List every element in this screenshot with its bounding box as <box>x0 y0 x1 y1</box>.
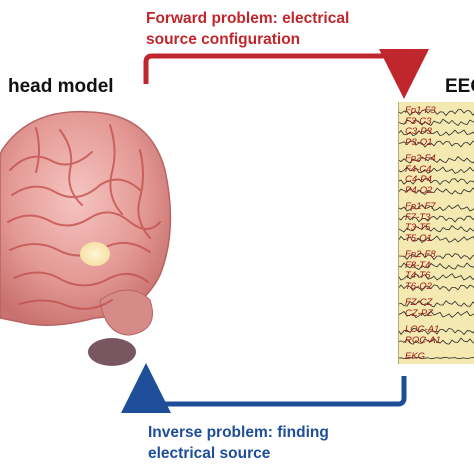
brain-image <box>0 110 172 366</box>
forward-problem-label: Forward problem: electrical source confi… <box>146 8 446 50</box>
inverse-problem-label: Inverse problem: finding electrical sour… <box>148 422 448 464</box>
eeg-channel-label: Fp2-F8 <box>405 249 436 260</box>
eeg-channel-label: C4-P4 <box>405 174 432 185</box>
eeg-channel-label: T6-O2 <box>405 280 432 292</box>
eeg-channel-label: Fp2-F4 <box>405 153 436 164</box>
eeg-waveform <box>399 253 474 261</box>
eeg-channel-label: Photic <box>405 363 426 365</box>
eeg-waveform <box>399 129 474 137</box>
eeg-waveform <box>399 156 474 164</box>
eeg-waveform <box>399 356 474 360</box>
eeg-waveform <box>399 140 474 148</box>
eeg-channel-label: F7-T3 <box>405 211 431 223</box>
eeg-channel-label: FZ-CZ <box>405 297 433 308</box>
eeg-channel-label: Fp1-F7 <box>405 201 436 212</box>
eeg-channel-label: T4-T6 <box>405 270 431 281</box>
eeg-waveform <box>399 118 474 127</box>
forward-line-1: Forward problem: electrical <box>146 10 350 27</box>
eeg-channel-label: P4-O2 <box>405 184 433 196</box>
eeg-channel-label: F4-C4 <box>405 163 432 175</box>
head-model-label: head model <box>8 76 114 97</box>
inverse-line-2: electrical source <box>148 445 271 462</box>
eeg-waveform <box>399 262 474 271</box>
eeg-waveform <box>399 273 474 281</box>
eeg-waveforms <box>399 109 474 360</box>
eeg-channel-label: LOC-A1 <box>405 324 440 335</box>
eeg-waveform <box>399 337 474 345</box>
eeg-channel-label: Fp1-F3 <box>405 105 436 116</box>
inverse-arrow <box>121 363 407 413</box>
electrical-source-spot <box>80 242 110 266</box>
eeg-waveform <box>399 284 474 292</box>
eeg-waveform <box>399 109 474 117</box>
eeg-waveform <box>399 300 474 308</box>
eeg-waveform <box>399 225 474 233</box>
eeg-waveform <box>399 166 474 174</box>
eeg-channel-label: CZ-PZ <box>405 307 433 319</box>
eeg-waveform <box>399 235 474 244</box>
eeg-channel-label: T5-O1 <box>405 232 432 244</box>
eeg-channel-label: P3-O1 <box>405 136 433 148</box>
forward-line-2: source configuration <box>146 31 301 48</box>
forward-arrow <box>143 49 429 99</box>
eeg-waveform <box>399 204 474 212</box>
eeg-channel-label: C3-P3 <box>405 126 432 137</box>
eeg-channel-label: F3-C3 <box>405 115 432 127</box>
eeg-waveform <box>399 187 474 196</box>
eeg-label: EEG <box>445 76 474 97</box>
eeg-channel-label: ROC-A1 <box>405 334 441 346</box>
eeg-waveform <box>399 327 474 336</box>
inverse-line-1: Inverse problem: finding <box>148 424 329 441</box>
eeg-waveform <box>399 215 474 223</box>
eeg-waveform <box>399 310 474 319</box>
eeg-channel-label: F8-T4 <box>405 259 431 271</box>
eeg-channel-label: EKG <box>405 351 426 362</box>
eeg-channel-label: T3-T5 <box>405 222 431 233</box>
eeg-waveform <box>399 178 474 186</box>
